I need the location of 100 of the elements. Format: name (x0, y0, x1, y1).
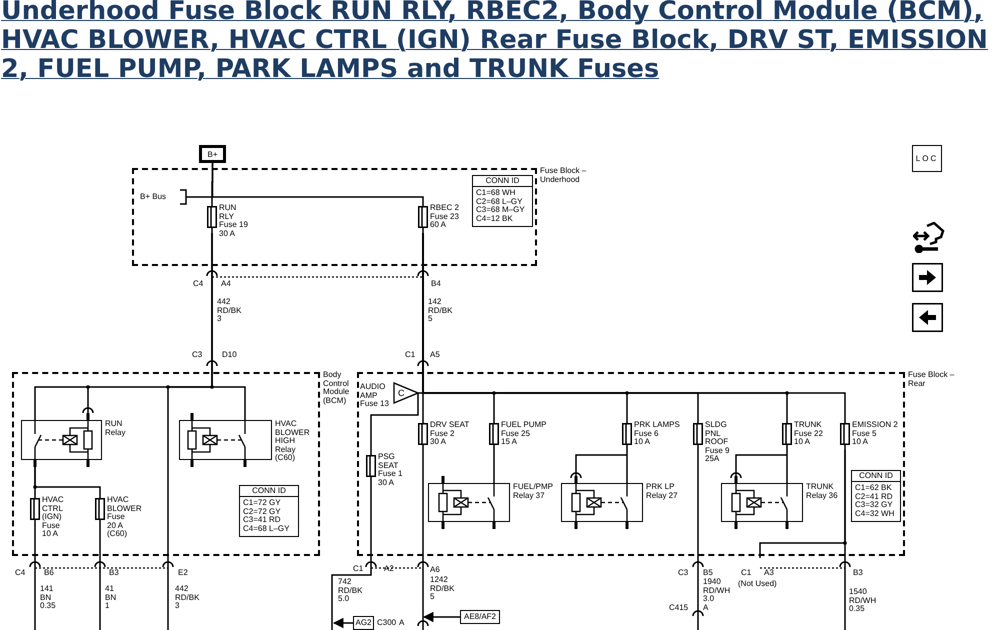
fuse-rating: 10 A (794, 438, 812, 446)
fuse-number: Fuse 2 (430, 430, 456, 438)
fuse-number: Fuse 6 (634, 430, 660, 438)
fuse-rating: 30 A (430, 438, 448, 446)
fuse-rating: 10 A (42, 530, 60, 538)
fuse-number: Fuse 23 (430, 212, 459, 221)
wire (212, 163, 424, 201)
pin-label: A3 (764, 569, 774, 578)
table-row-text: C2=68 L–GY (476, 198, 524, 206)
fuse-number: Fuse 9 (705, 446, 730, 455)
table-row-text: C3=68 M–GY (476, 206, 526, 214)
relay-label: PRK LP Relay 27 (646, 483, 679, 500)
pin-label: A6 (430, 566, 440, 574)
fuse-number: Fuse (107, 513, 126, 522)
fuse-name: HVAC BLOWER (107, 496, 142, 513)
fuse-note: (C60) (107, 530, 128, 538)
fuse-number: Fuse 22 (794, 430, 823, 438)
pin-label: A (399, 619, 404, 628)
relay-label: HVAC BLOWER HIGH Relay (C60) (275, 420, 311, 462)
wire (697, 450, 699, 630)
wire (167, 233, 213, 630)
breaker-label: Fuse 13 (360, 400, 390, 408)
pin-label: B4 (431, 280, 441, 288)
reference-tag: AE8/AF2 (460, 610, 500, 624)
table-row-text: C1=62 BK (855, 484, 893, 492)
page-title: Underhood Fuse Block RUN RLY, RBEC2, Body Control Module (BCM), HVAC BLOWER, HVAC CTRL (IGN) Rear Fuse Block, DRV ST, EMISSION 2, FUEL PUMP, PARK LAMPS and TRUNK Fuses (1, 0, 989, 84)
pin-label: B5 (703, 569, 713, 578)
table-row-text: C2=72 GY (243, 508, 282, 516)
table-row-text: C3=32 GY (855, 501, 894, 510)
fuse-name: DRV SEAT (430, 421, 470, 430)
pin-label: C4 (193, 280, 204, 288)
pin-label: C1 (353, 565, 364, 574)
table-row-text: C2=41 RD (855, 492, 894, 501)
fuse-rating: 30 A (219, 230, 236, 238)
fuse-number: Fuse 25 (501, 430, 531, 438)
fuse-number: Fuse 5 (852, 430, 878, 438)
pin-label: C1 (405, 351, 416, 360)
fuse-name: FUEL PUMP (501, 421, 546, 430)
relay-label: RUN Relay (105, 420, 126, 437)
wire (370, 393, 419, 450)
wire-label: 1540 RD/WH 0.35 (849, 588, 876, 614)
pin-label: B3 (853, 569, 863, 578)
reference-tag: AG2 (353, 616, 374, 630)
relay-label: TRUNK Relay 36 (806, 483, 839, 500)
wire (626, 450, 628, 483)
fuse-number: Fuse 1 (378, 470, 402, 478)
fuse-name: RBEC 2 (430, 204, 459, 212)
wire-label: 742 RD/BK 5.0 (338, 578, 362, 604)
fuse-name: HVAC CTRL (IGN) (42, 496, 64, 522)
table-header: CONN ID (852, 471, 900, 482)
fuse-rating: 30 A (378, 478, 396, 487)
pin-label: C4 (15, 569, 26, 578)
fuse-number: Fuse (42, 522, 60, 530)
wire-label: 442 RD/BK 3 (175, 585, 200, 610)
connector-id-table (472, 175, 533, 227)
pin-label: B+ Bus (140, 193, 166, 202)
wire-label: 141 BN 0.35 (40, 585, 56, 610)
fuse-name: PRK LAMPS (634, 421, 680, 430)
arrow (332, 618, 353, 628)
table-row-text: C4=68 L–GY (243, 524, 290, 533)
wire (422, 450, 424, 630)
wire (786, 450, 788, 483)
pin-label: C3 (678, 569, 688, 578)
table-header: CONN ID (240, 486, 298, 497)
fuse-rating: 10 A (634, 438, 652, 446)
location-box (912, 145, 942, 172)
pin-label: A4 (221, 280, 231, 288)
wire (759, 450, 846, 558)
fuse-name: EMISSION 2 (852, 421, 898, 430)
breaker-letter: C (398, 388, 404, 398)
fuse-rating: 10 A (852, 438, 870, 446)
breaker-label: AUDIO AMP (360, 383, 386, 400)
fuse-name: PSG SEAT (378, 453, 398, 470)
fuse-rating: 25A (705, 455, 720, 464)
pin-label: C1 (741, 569, 752, 578)
pin-label: C300 (377, 619, 396, 628)
fuse-name: TRUNK (794, 421, 823, 430)
pin-label: C415 (669, 604, 688, 612)
wire (493, 450, 495, 483)
pin-label: E2 (178, 569, 188, 578)
connector-id-table (239, 485, 299, 537)
pin-label: B6 (44, 569, 54, 578)
wire-label: 41 BN 1 (105, 585, 116, 610)
wire-label: 142 RD/BK 5 (428, 298, 452, 324)
fuse-rating: 20 A (107, 522, 124, 530)
fuse-number: Fuse 19 (219, 221, 248, 230)
fuse-name: SLDG PNL ROOF (705, 421, 728, 446)
wire (99, 525, 101, 630)
connector-id-table (851, 470, 901, 522)
power-source-box: B+ (199, 145, 226, 163)
pin-label: A (703, 604, 708, 612)
pin-label: (Not Used) (738, 580, 777, 588)
fuse-name: RUN RLY (219, 204, 236, 221)
table-row-text: C1=68 WH (476, 189, 516, 198)
table-row-text: C1=72 GY (243, 499, 282, 508)
table-row-text: C4=12 BK (476, 214, 514, 223)
pin-label: D10 (222, 351, 237, 360)
wire-label: 1242 RD/BK 5 (430, 576, 454, 602)
fuse-rating: 15 A (501, 438, 518, 446)
wire (34, 525, 36, 630)
